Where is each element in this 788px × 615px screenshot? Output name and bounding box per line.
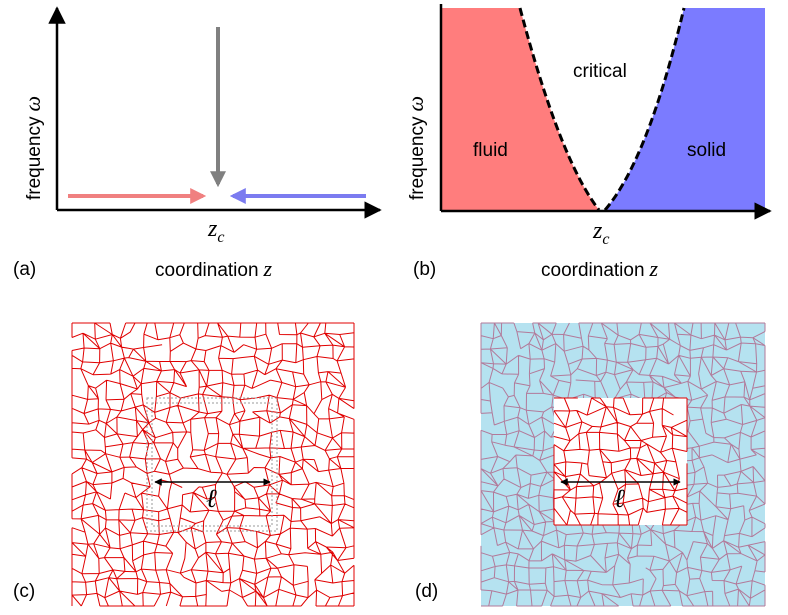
- panel-d-length-label: ℓ: [614, 484, 625, 513]
- panel-a-tick-zc: zc: [207, 216, 224, 246]
- panel-c-tag: (c): [13, 581, 35, 602]
- panel-b-tick-zc: zc: [592, 218, 609, 248]
- network-bonds: [71, 322, 355, 607]
- panel-c-length-label: ℓ: [206, 484, 217, 513]
- panel-d-tag: (d): [415, 581, 438, 602]
- panel-b-solid-region: [605, 8, 765, 210]
- panel-d: ℓ (d): [415, 322, 766, 607]
- panel-b-label-critical: critical: [573, 61, 627, 82]
- panel-d-outer-network: [480, 322, 766, 607]
- network-bonds: [553, 397, 688, 526]
- panel-b-label-fluid: fluid: [473, 140, 508, 161]
- panel-a-tag: (a): [13, 259, 36, 280]
- panel-b-right-boundary: [603, 7, 686, 211]
- panel-c-inner-box: [151, 402, 273, 527]
- panel-b-tag: (b): [413, 259, 436, 280]
- panel-c: ℓ (c): [13, 322, 355, 607]
- panel-a-y-label: frequencyω: [20, 96, 45, 200]
- panel-d-inner-network: [553, 397, 688, 526]
- network-bonds: [480, 322, 766, 607]
- panel-c-outer-box: [146, 397, 278, 532]
- panel-c-background: [72, 323, 354, 606]
- panel-b-fluid-region: [441, 8, 599, 210]
- panel-b-left-boundary: [518, 7, 601, 211]
- panel-b-y-label: frequencyω: [403, 96, 428, 200]
- panel-b-label-solid: solid: [687, 140, 726, 161]
- panel-c-network: [71, 322, 355, 607]
